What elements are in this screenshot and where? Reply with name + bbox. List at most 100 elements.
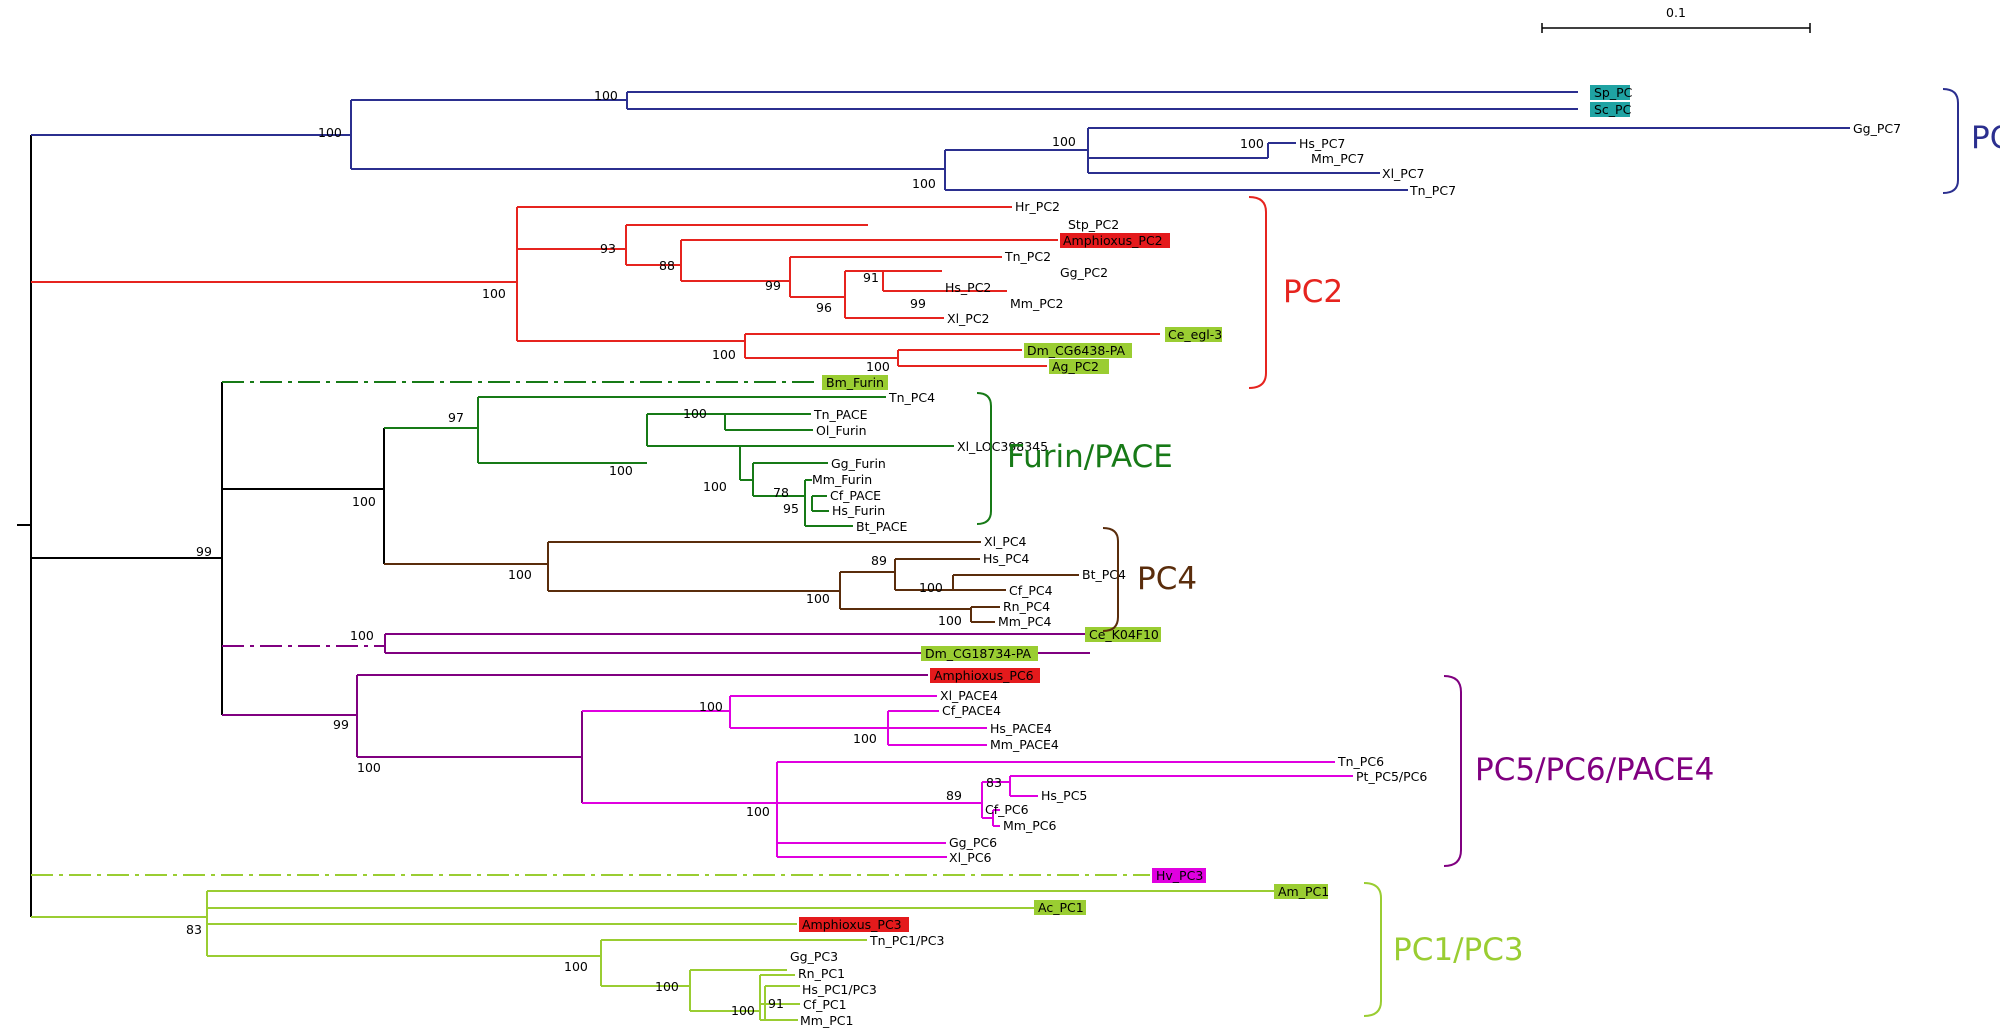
bootstrap-value: 100: [655, 979, 679, 994]
bootstrap-value: 100: [357, 760, 381, 775]
leaf-label: Gg_PC6: [949, 835, 997, 850]
leaf-label: Amphioxus_PC3: [802, 917, 902, 932]
pc7-branches: [31, 91, 1850, 191]
pc2-bracket: [1248, 196, 1267, 389]
scale-bar: [1541, 23, 1811, 33]
bootstrap-value: 97: [448, 410, 464, 425]
clade-brackets: [976, 88, 1959, 1017]
leaf-label: Tn_PACE: [813, 407, 868, 422]
furin-bracket: [976, 392, 992, 525]
leaf-label: Ce_K04F10: [1089, 627, 1159, 642]
leaf-label: Gg_PC7: [1853, 121, 1901, 136]
bootstrap-value: 99: [765, 278, 781, 293]
leaf-label: Xl_PACE4: [940, 688, 998, 703]
leaf-label: Cf_PACE4: [942, 703, 1001, 718]
leaf-label: Hs_PC5: [1041, 788, 1087, 803]
leaf-label: Tn_PC4: [888, 390, 935, 405]
bootstrap-value: 100: [1052, 134, 1076, 149]
bootstrap-value: 91: [768, 996, 784, 1011]
bootstrap-value: 95: [783, 501, 799, 516]
leaf-label: Stp_PC2: [1068, 217, 1119, 232]
leaf-label: Amphioxus_PC2: [1063, 233, 1163, 248]
clade-labels: PC7 PC2 Furin/PACE PC4 PC5/PC6/PACE4 PC1…: [1007, 120, 2000, 968]
clade-label-pc7: PC7: [1971, 120, 2000, 156]
bootstrap-value: 83: [186, 922, 202, 937]
leaf-label: Xl_LOC398345: [957, 439, 1048, 454]
clade-label-furin: Furin/PACE: [1007, 439, 1173, 475]
leaf-label: Mm_PACE4: [990, 737, 1059, 752]
bootstrap-value: 100: [352, 494, 376, 509]
leaf-label: Hr_PC2: [1015, 199, 1060, 214]
bootstrap-value: 99: [333, 717, 349, 732]
pc4-bracket: [1102, 527, 1119, 632]
leaf-label: Cf_PC6: [985, 802, 1029, 817]
bootstrap-value: 100: [564, 959, 588, 974]
bootstrap-value: 100: [853, 731, 877, 746]
bootstrap-value: 100: [594, 88, 618, 103]
bootstrap-value: 100: [731, 1003, 755, 1018]
clade-label-pc56: PC5/PC6/PACE4: [1475, 752, 1714, 788]
bootstrap-value: 89: [946, 788, 962, 803]
leaf-label: Hs_PC7: [1299, 136, 1345, 151]
leaf-label: Mm_PC1: [800, 1013, 853, 1028]
leaf-label: Tn_PC1/PC3: [869, 933, 944, 948]
leaf-label: Pt_PC5/PC6: [1356, 769, 1427, 784]
leaf-label: Xl_PC4: [984, 534, 1027, 549]
leaf-label: Hs_PC4: [983, 551, 1029, 566]
bootstrap-value: 99: [196, 544, 212, 559]
leaf-label: Hv_PC3: [1156, 868, 1203, 883]
bootstrap-values: 100 100 100 100 100 100 93 88 99 96 91 9…: [186, 88, 1264, 1018]
leaf-label: Gg_Furin: [831, 456, 886, 471]
bootstrap-value: 99: [910, 296, 926, 311]
bootstrap-value: 100: [683, 406, 707, 421]
bootstrap-value: 83: [986, 775, 1002, 790]
leaf-label: Bt_PC4: [1082, 567, 1126, 582]
leaf-label: Mm_PC6: [1003, 818, 1056, 833]
leaf-label: Hs_PC1/PC3: [802, 982, 877, 997]
leaf-label: Tn_PC7: [1409, 183, 1456, 198]
leaf-label: Rn_PC4: [1003, 599, 1050, 614]
leaf-label: Xl_PC6: [949, 850, 992, 865]
leaf-label: Cf_PC1: [803, 997, 847, 1012]
leaf-label: Bt_PACE: [856, 519, 908, 534]
pc13-branches: [31, 874, 1275, 1021]
leaf-label: Dm_CG6438-PA: [1027, 343, 1126, 358]
bootstrap-value: 88: [659, 258, 675, 273]
bootstrap-value: 100: [318, 125, 342, 140]
bootstrap-value: 100: [919, 580, 943, 595]
bootstrap-value: 100: [866, 359, 890, 374]
scale-bar-label: 0.1: [1666, 5, 1686, 20]
pc13-bracket: [1363, 882, 1382, 1017]
leaf-label: Sc_PC: [1594, 102, 1632, 117]
leaf-label: Gg_PC3: [790, 949, 838, 964]
leaf-label: Amphioxus_PC6: [934, 668, 1034, 683]
leaf-label: Ac_PC1: [1038, 900, 1084, 915]
leaf-label: Hs_PACE4: [990, 721, 1052, 736]
bootstrap-value: 100: [938, 613, 962, 628]
leaf-label: Mm_PC4: [998, 614, 1051, 629]
leaf-label: Dm_CG18734-PA: [925, 646, 1031, 661]
leaf-highlights: [799, 85, 1630, 932]
furin-branches: [222, 381, 954, 527]
pc2-branches: [31, 206, 1160, 367]
bootstrap-value: 93: [600, 241, 616, 256]
pc7-bracket: [1942, 88, 1959, 194]
leaf-label: Hs_Furin: [832, 503, 885, 518]
leaf-label: Cf_PC4: [1009, 583, 1053, 598]
leaf-label: Bm_Furin: [826, 375, 884, 390]
clade-label-pc4: PC4: [1137, 561, 1197, 597]
bootstrap-value: 100: [912, 176, 936, 191]
bootstrap-value: 91: [863, 270, 879, 285]
root-branches: [17, 135, 385, 917]
bootstrap-value: 100: [1240, 136, 1264, 151]
bootstrap-value: 100: [508, 567, 532, 582]
leaf-label: Sp_PC: [1594, 85, 1633, 100]
bootstrap-value: 89: [871, 553, 887, 568]
bootstrap-value: 100: [482, 286, 506, 301]
bootstrap-value: 100: [703, 479, 727, 494]
pace4-pc6-branches: [582, 695, 1353, 858]
leaf-label: Ce_egl-3: [1168, 327, 1222, 342]
bootstrap-value: 100: [350, 628, 374, 643]
leaf-label: Ol_Furin: [816, 423, 867, 438]
